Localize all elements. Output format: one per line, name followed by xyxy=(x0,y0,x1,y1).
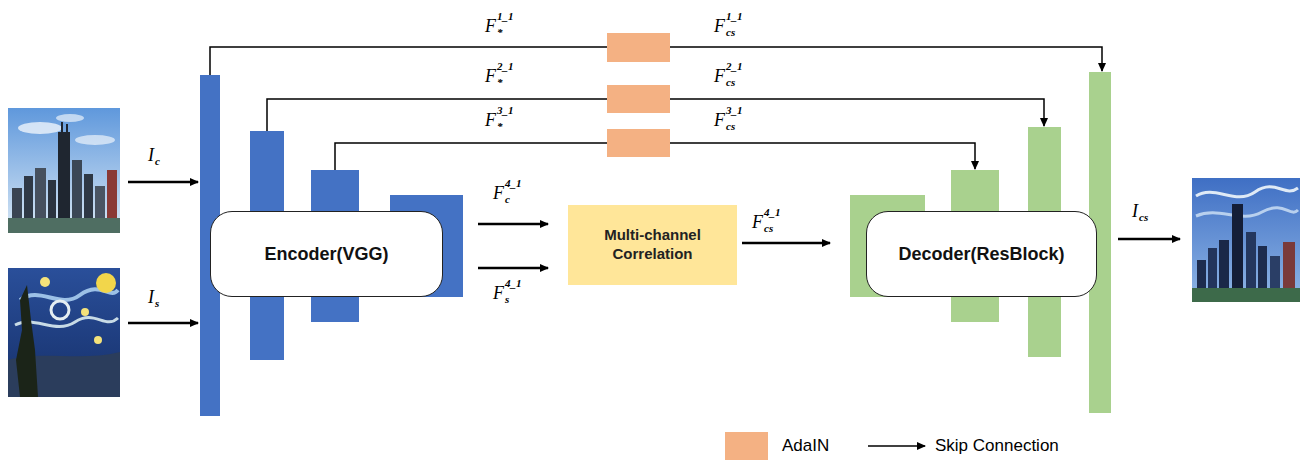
building xyxy=(48,180,56,222)
legend-text: AdaIN xyxy=(782,437,829,454)
symbol-letter: F xyxy=(714,111,725,129)
ground xyxy=(8,218,120,233)
adain-block xyxy=(607,85,670,113)
building xyxy=(1197,260,1206,290)
adain-block xyxy=(607,33,670,62)
subscript-index: c xyxy=(505,194,510,205)
cloud xyxy=(75,135,115,145)
subscript-index: cs xyxy=(764,223,773,234)
legend-line-sample xyxy=(868,445,925,447)
superscript-index: 3_1 xyxy=(726,105,743,116)
star xyxy=(94,336,102,344)
subscript-index: cs xyxy=(1139,212,1148,223)
building xyxy=(35,168,46,222)
decoder-box: Decoder(ResBlock) xyxy=(866,211,1097,297)
correlation-box: Multi-channel Correlation xyxy=(568,205,737,285)
superscript-index: 2_1 xyxy=(726,61,743,72)
skip-line xyxy=(267,99,607,131)
content-image xyxy=(8,108,120,233)
symbol-letter: I xyxy=(148,288,154,306)
symbol-letter: F xyxy=(493,284,504,302)
star xyxy=(81,308,89,316)
antenna xyxy=(61,122,63,132)
node-title: Multi-channel Correlation xyxy=(578,226,727,264)
feature-arrow xyxy=(478,267,548,270)
subscript-index: cs xyxy=(726,77,735,88)
symbol-letter: F xyxy=(485,17,496,35)
superscript-index: 4_1 xyxy=(764,207,781,218)
building xyxy=(24,176,33,222)
encoder-box: Encoder(VGG) xyxy=(210,211,443,297)
superscript-index: 4_1 xyxy=(505,278,522,289)
superscript-index: 1_1 xyxy=(497,11,514,22)
building xyxy=(1246,232,1256,290)
moon xyxy=(96,273,116,293)
building xyxy=(84,174,93,222)
input-arrow xyxy=(128,181,198,184)
tower xyxy=(58,132,70,222)
output-arrow xyxy=(1118,238,1180,241)
subscript-index: s xyxy=(505,294,509,305)
building xyxy=(95,186,105,222)
subscript-index: * xyxy=(497,77,503,88)
cloud xyxy=(56,114,84,122)
feature-arrow xyxy=(478,223,548,226)
swirl xyxy=(51,301,69,319)
symbol-letter: F xyxy=(485,67,496,85)
symbol-letter: F xyxy=(714,67,725,85)
swirl xyxy=(1196,208,1298,217)
symbol-letter: I xyxy=(1132,202,1138,220)
superscript-index: 2_1 xyxy=(497,61,514,72)
subscript-index: cs xyxy=(726,27,735,38)
star xyxy=(40,277,50,287)
style-image xyxy=(8,268,120,397)
skip-line xyxy=(335,143,607,170)
building xyxy=(72,160,82,222)
symbol-letter: F xyxy=(752,213,763,231)
cypress xyxy=(16,285,38,397)
skip-line xyxy=(210,47,607,75)
input-arrow xyxy=(128,322,198,325)
ground xyxy=(1192,288,1300,302)
adain-block xyxy=(607,129,670,157)
building xyxy=(1219,240,1229,290)
legend-text: Skip Connection xyxy=(935,437,1059,454)
building xyxy=(12,188,22,222)
stylized-sky xyxy=(1192,178,1300,302)
building xyxy=(1208,248,1217,290)
building xyxy=(107,170,117,222)
antenna xyxy=(66,124,68,132)
symbol-letter: F xyxy=(714,17,725,35)
night-sky xyxy=(8,268,120,397)
building xyxy=(1258,246,1267,290)
subscript-index: cs xyxy=(726,121,735,132)
subscript-index: * xyxy=(497,27,503,38)
cloud xyxy=(18,122,62,134)
skip-line xyxy=(670,47,1102,71)
stylized-image xyxy=(1192,178,1300,302)
superscript-index: 1_1 xyxy=(726,11,743,22)
swirl xyxy=(1196,187,1298,197)
subscript-index: s xyxy=(155,298,159,309)
skip-line xyxy=(670,143,975,169)
legend-swatch xyxy=(725,432,768,460)
symbol-letter: F xyxy=(493,184,504,202)
building xyxy=(1270,256,1280,290)
superscript-index: 3_1 xyxy=(497,105,514,116)
subscript-index: c xyxy=(155,156,160,167)
feature-arrow xyxy=(742,242,830,245)
subscript-index: * xyxy=(497,121,503,132)
building xyxy=(1283,242,1295,290)
symbol-letter: F xyxy=(485,111,496,129)
symbol-letter: I xyxy=(148,146,154,164)
tower xyxy=(1232,204,1243,290)
sky xyxy=(8,108,120,233)
superscript-index: 4_1 xyxy=(505,178,522,189)
node-title: Decoder(ResBlock) xyxy=(898,244,1064,265)
node-title: Encoder(VGG) xyxy=(264,244,388,265)
